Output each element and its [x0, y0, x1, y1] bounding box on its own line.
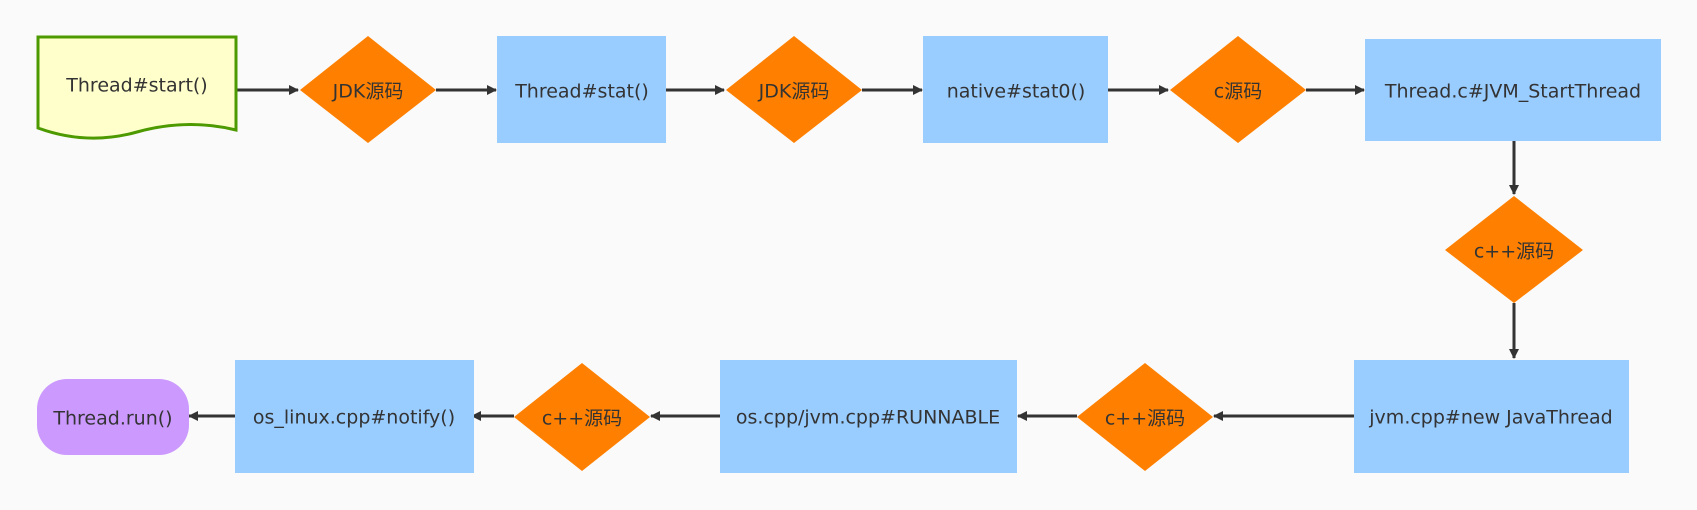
process-label-jvm-cpp-new-javathread: jvm.cpp#new JavaThread [1368, 407, 1612, 429]
decision-jdk-source-1: JDK源码 [300, 36, 436, 143]
decision-label-c-source: c源码 [1214, 81, 1262, 103]
decision-label-cpp-source-2: c++源码 [1105, 408, 1185, 430]
diamond-shape [1445, 196, 1583, 303]
decision-cpp-source-2: c++源码 [1077, 363, 1213, 471]
process-label-os-linux-cpp-notify: os_linux.cpp#notify() [253, 407, 455, 429]
process-box [235, 360, 474, 473]
process-box [923, 36, 1108, 143]
decision-cpp-source-1: c++源码 [1445, 196, 1583, 303]
diamond-shape [1170, 36, 1306, 143]
diamond-shape [1077, 363, 1213, 471]
decision-cpp-source-3: c++源码 [514, 363, 650, 471]
decision-label-jdk-source-2: JDK源码 [758, 81, 830, 103]
process-label-native-stat0: native#stat0() [947, 81, 1086, 103]
process-box [1354, 360, 1629, 473]
process-box [497, 36, 666, 143]
process-native-stat0: native#stat0() [923, 36, 1108, 143]
process-os-cpp-jvm-cpp-runnable: os.cpp/jvm.cpp#RUNNABLE [720, 360, 1017, 473]
terminal-label-thread-run: Thread.run() [52, 408, 172, 430]
process-thread-stat: Thread#stat() [497, 36, 666, 143]
decision-label-jdk-source-1: JDK源码 [332, 81, 404, 103]
process-box [1365, 39, 1661, 141]
diamond-shape [300, 36, 436, 143]
process-os-linux-cpp-notify: os_linux.cpp#notify() [235, 360, 474, 473]
process-thread-c-jvm-startthread: Thread.c#JVM_StartThread [1365, 39, 1661, 141]
decision-label-cpp-source-1: c++源码 [1474, 241, 1554, 263]
terminal-thread-run: Thread.run() [37, 379, 189, 455]
node-thread-start: Thread#start() [36, 35, 238, 140]
process-label-thread-stat: Thread#stat() [514, 81, 649, 103]
decision-c-source: c源码 [1170, 36, 1306, 143]
decision-jdk-source-2: JDK源码 [726, 36, 862, 143]
diamond-shape [726, 36, 862, 143]
edges [188, 85, 1519, 421]
diamond-shape [514, 363, 650, 471]
process-jvm-cpp-new-javathread: jvm.cpp#new JavaThread [1354, 360, 1629, 473]
document-shape [36, 35, 238, 140]
terminal-shape [37, 379, 189, 455]
node-label-thread-start: Thread#start() [65, 75, 207, 97]
process-label-thread-c-jvm-startthread: Thread.c#JVM_StartThread [1384, 81, 1641, 103]
process-box [720, 360, 1017, 473]
process-label-os-cpp-jvm-cpp-runnable: os.cpp/jvm.cpp#RUNNABLE [736, 407, 1000, 429]
decision-label-cpp-source-3: c++源码 [542, 408, 622, 430]
